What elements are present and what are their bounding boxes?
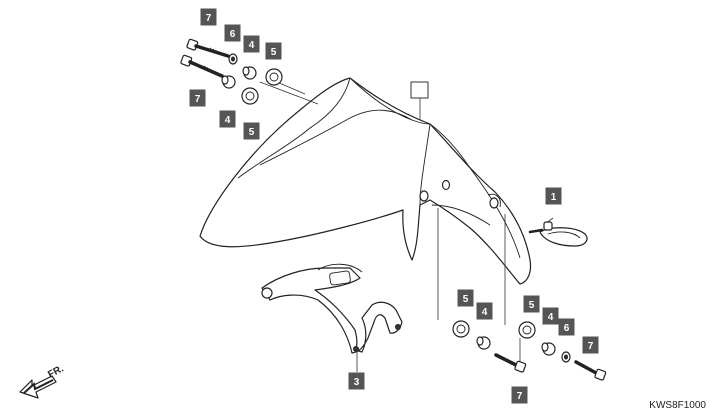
callout-c4a: 4 [243,35,260,53]
svg-text:6: 6 [564,323,570,334]
svg-text:7: 7 [195,94,201,105]
washer-upper [228,53,238,65]
callout-c5c: 5 [457,289,474,307]
reflector-clip [528,221,588,247]
collar-upper-b [221,75,236,89]
svg-text:7: 7 [206,13,212,24]
svg-text:5: 5 [529,300,535,311]
callout-c7a: 7 [200,8,217,26]
bolt-upper [186,38,230,58]
callout-c4c: 4 [476,302,493,320]
grommet-lower-left [452,320,470,338]
drawing-code: KWS8F1000 [649,400,706,411]
collar-lower-left [476,336,491,350]
front-arrow-icon: FR. [19,363,66,399]
callout-main [410,81,429,99]
svg-text:1: 1 [551,192,557,203]
callout-c1: 1 [545,187,562,205]
fender-bracket [261,263,403,354]
leader-lines [259,81,554,372]
front-label: FR. [46,363,66,380]
callout-c3: 3 [348,372,365,390]
bolt-lower-left [494,353,527,373]
bolt-middle [180,54,224,78]
svg-text:5: 5 [271,47,277,58]
grommet-upper-b [241,87,259,105]
callout-c5d: 5 [523,295,540,313]
svg-text:4: 4 [548,312,554,323]
callout-c6b: 6 [558,318,575,336]
svg-text:4: 4 [482,307,488,318]
svg-text:3: 3 [354,377,360,388]
callout-c7d: 7 [582,336,599,354]
collar-upper-a [242,66,257,80]
callout-c7c: 7 [511,386,528,404]
svg-text:5: 5 [249,127,255,138]
svg-text:7: 7 [588,341,594,352]
callout-c5a: 5 [265,42,282,60]
front-fender [199,77,532,285]
svg-text:7: 7 [517,391,523,402]
svg-text:4: 4 [225,115,231,126]
callout-c6a: 6 [224,24,241,42]
svg-text:4: 4 [249,40,255,51]
callout-c4d: 4 [542,307,559,325]
svg-text:5: 5 [463,294,469,305]
callout-c7b: 7 [189,89,206,107]
grommet-upper-a [265,68,283,86]
bolt-lower-right [574,360,607,381]
callout-c4b: 4 [219,110,236,128]
grommet-lower-right [518,321,536,339]
svg-text:6: 6 [230,29,236,40]
washer-lower [561,351,571,363]
collar-lower-right [541,342,556,356]
callout-c5b: 5 [243,122,260,140]
